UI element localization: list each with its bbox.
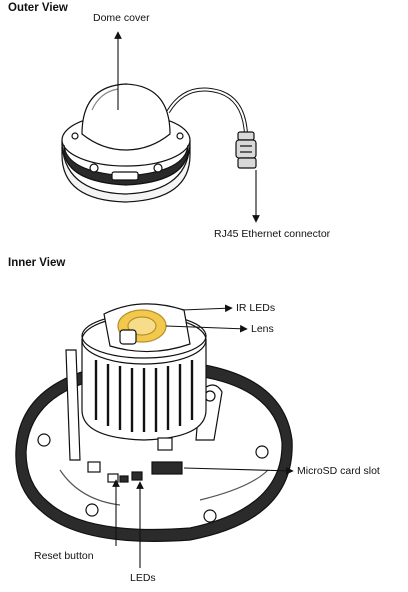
rj45-connector-shape [236,132,256,168]
ir-leds-arrow [182,308,232,310]
microsd-slot-shape [152,462,182,474]
outer-camera-drawing [62,84,256,202]
reset-button-shape [120,476,128,482]
dome-cover-shape [82,84,170,150]
inner-camera-drawing [16,304,292,542]
leds-shape [132,472,142,480]
